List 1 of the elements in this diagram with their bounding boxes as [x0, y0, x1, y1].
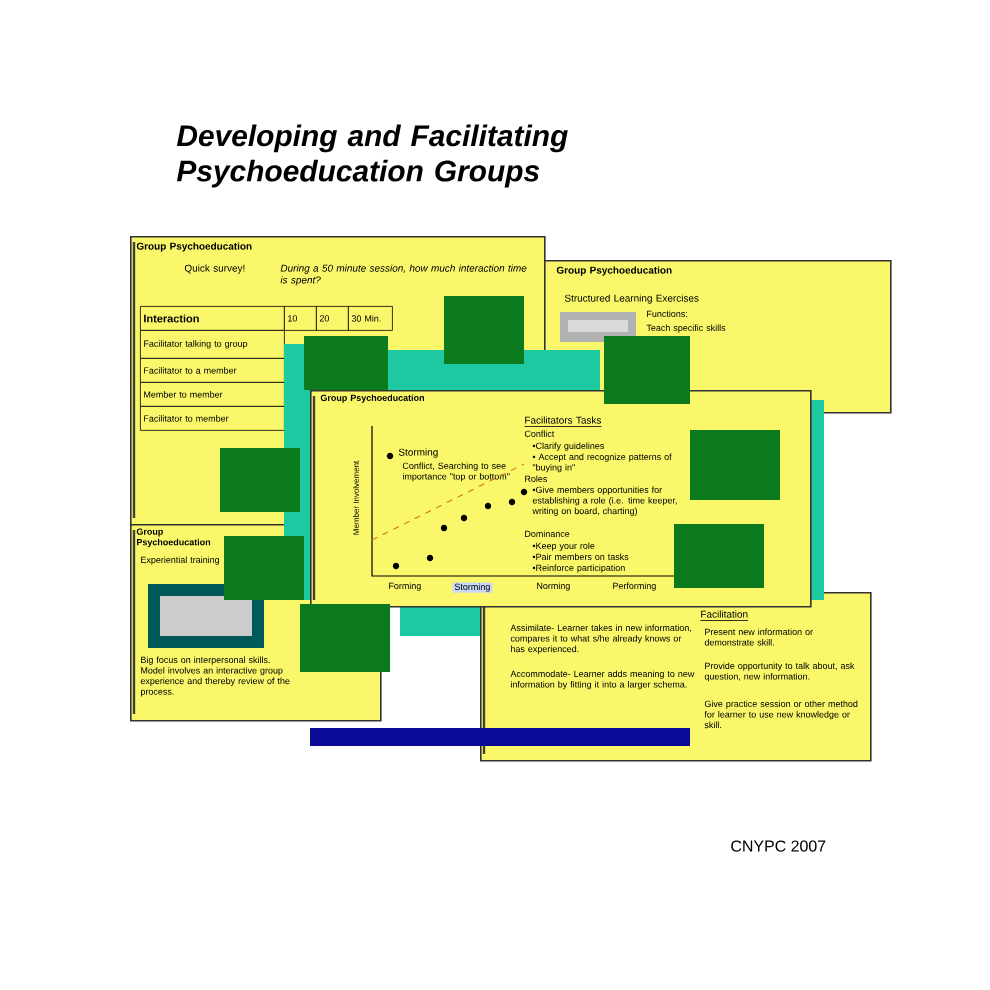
title: Developing and Facilitating Psychoeducation Groups	[176, 124, 568, 188]
